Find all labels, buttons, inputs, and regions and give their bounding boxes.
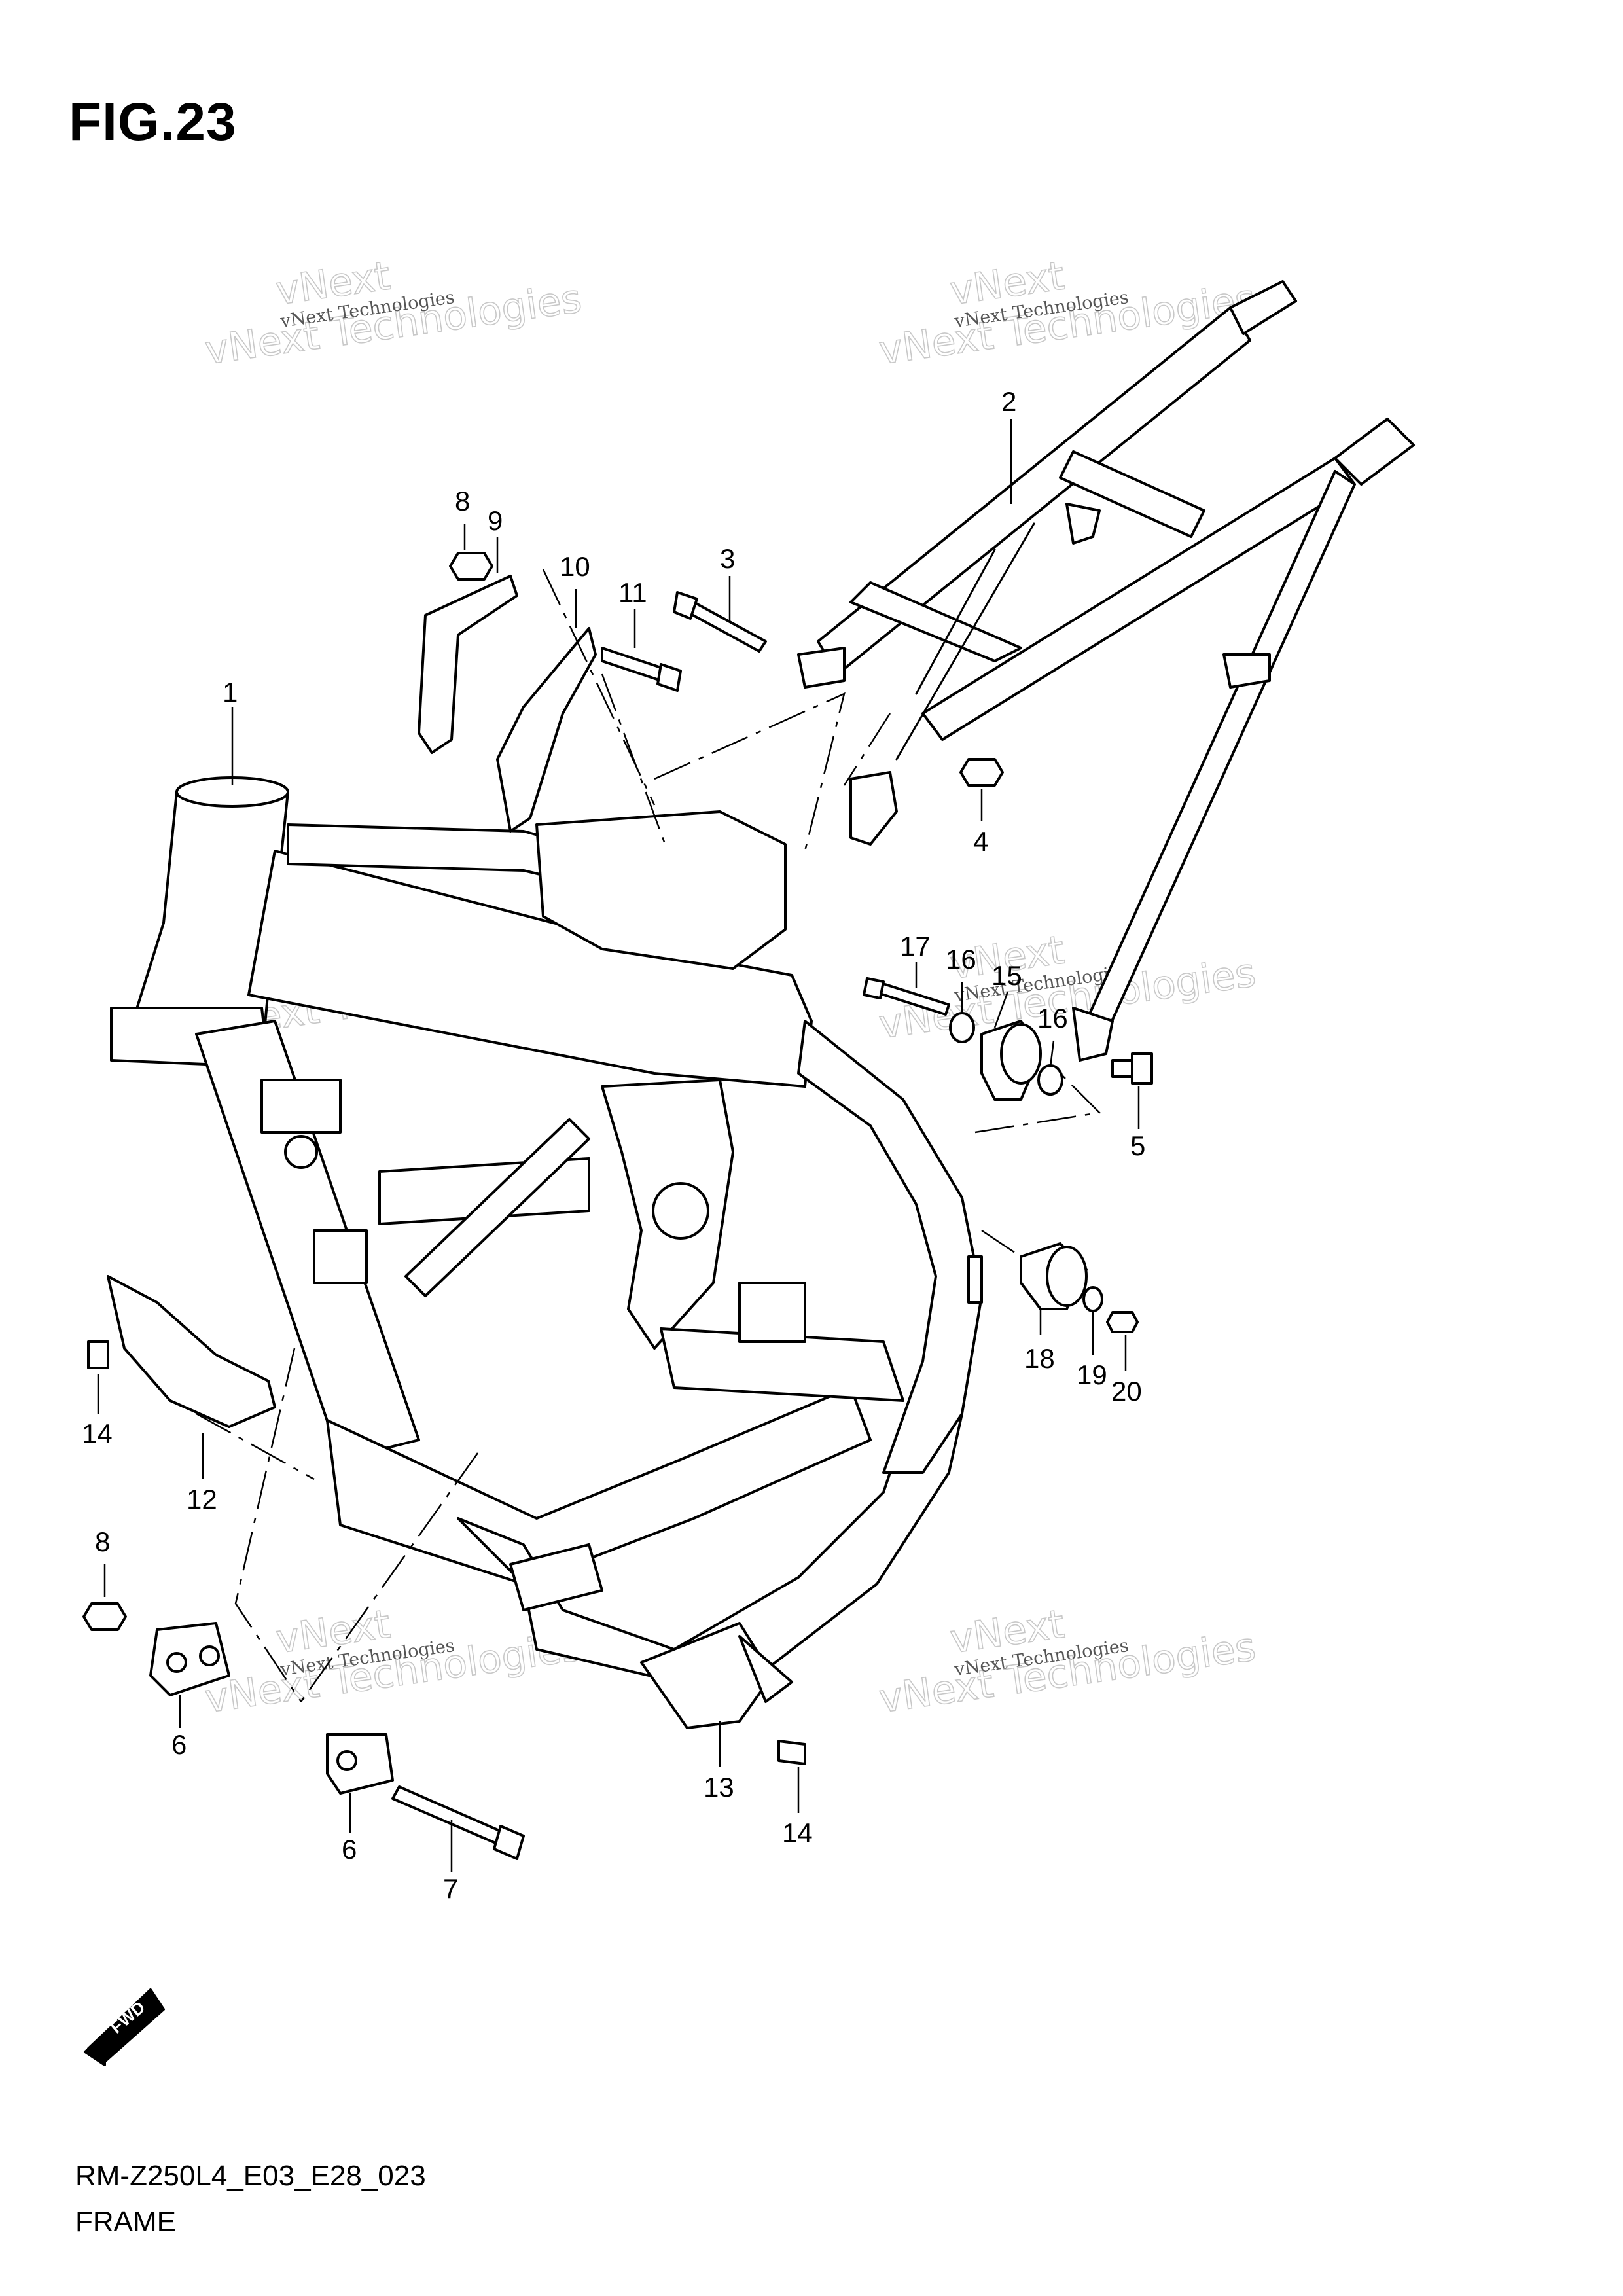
callout-15: 15 [991, 960, 1022, 991]
bolt-part-5 [1111, 1052, 1153, 1085]
callout-6: 6 [342, 1834, 357, 1865]
diagram-title: FRAME [75, 2206, 176, 2238]
bolt-part-17 [863, 977, 950, 1016]
nut-part-20 [1106, 1311, 1139, 1333]
bolt-part-3 [673, 591, 767, 653]
washer-part-19 [1082, 1286, 1103, 1312]
callout-2: 2 [1001, 386, 1016, 417]
bushing-part-18 [1020, 1242, 1088, 1310]
callout-5: 5 [1130, 1130, 1145, 1161]
frame-guard-part-12 [107, 1275, 276, 1428]
nut-part-8-lower [82, 1602, 127, 1631]
callout-17: 17 [900, 931, 931, 961]
leader-lines [97, 419, 1140, 1872]
rear-subframe-part-2 [797, 280, 1415, 1062]
assembly-lines [196, 569, 1101, 1702]
watermark: vNext Technologies vNext vNext Technolog… [202, 253, 584, 374]
callout-9: 9 [488, 505, 503, 536]
nut-part-8 [449, 552, 493, 581]
callout-8: 8 [455, 486, 470, 516]
callout-20: 20 [1111, 1376, 1142, 1407]
callout-19: 19 [1077, 1359, 1107, 1390]
callout-13: 13 [704, 1772, 734, 1803]
bracket-part-10 [496, 627, 597, 833]
svg-text:vNext Technologies: vNext Technologies [202, 276, 584, 374]
callout-3: 3 [720, 543, 735, 574]
bushing-part-15 [980, 1020, 1042, 1101]
callout-16: 16 [1037, 1003, 1068, 1033]
callout-7: 7 [443, 1873, 458, 1904]
bracket-part-9 [418, 575, 518, 754]
callout-4: 4 [973, 826, 988, 857]
callout-1: 1 [223, 677, 238, 708]
callout-14: 14 [782, 1818, 813, 1848]
main-frame-part-1 [110, 776, 983, 1696]
mount-plate-part-6 [149, 1622, 394, 1795]
fwd-arrow-icon: FWD [84, 1988, 165, 2066]
bolt-part-7 [391, 1785, 525, 1860]
callout-6: 6 [171, 1729, 187, 1760]
callout-8: 8 [95, 1526, 110, 1557]
callout-10: 10 [560, 551, 590, 582]
model-code: RM-Z250L4_E03_E28_023 [75, 2160, 426, 2192]
frame-guard-part-13 [640, 1622, 793, 1729]
callout-16: 16 [946, 944, 976, 975]
svg-text:vNext Technologies: vNext Technologies [876, 1624, 1258, 1722]
bolt-part-11 [601, 647, 682, 692]
nut-part-4 [959, 758, 1004, 787]
callout-11: 11 [618, 577, 647, 608]
watermark: vNext Technologies vNext vNext Technolog… [876, 1601, 1258, 1723]
callout-18: 18 [1024, 1343, 1055, 1374]
callout-14: 14 [82, 1418, 113, 1449]
figure-title: FIG.23 [69, 92, 237, 152]
bolt-part-14 [87, 1340, 806, 1765]
callout-labels: 1 2 3 4 5 6 6 7 8 8 9 10 11 12 13 14 14 … [82, 386, 1145, 1904]
callout-12: 12 [187, 1484, 217, 1515]
